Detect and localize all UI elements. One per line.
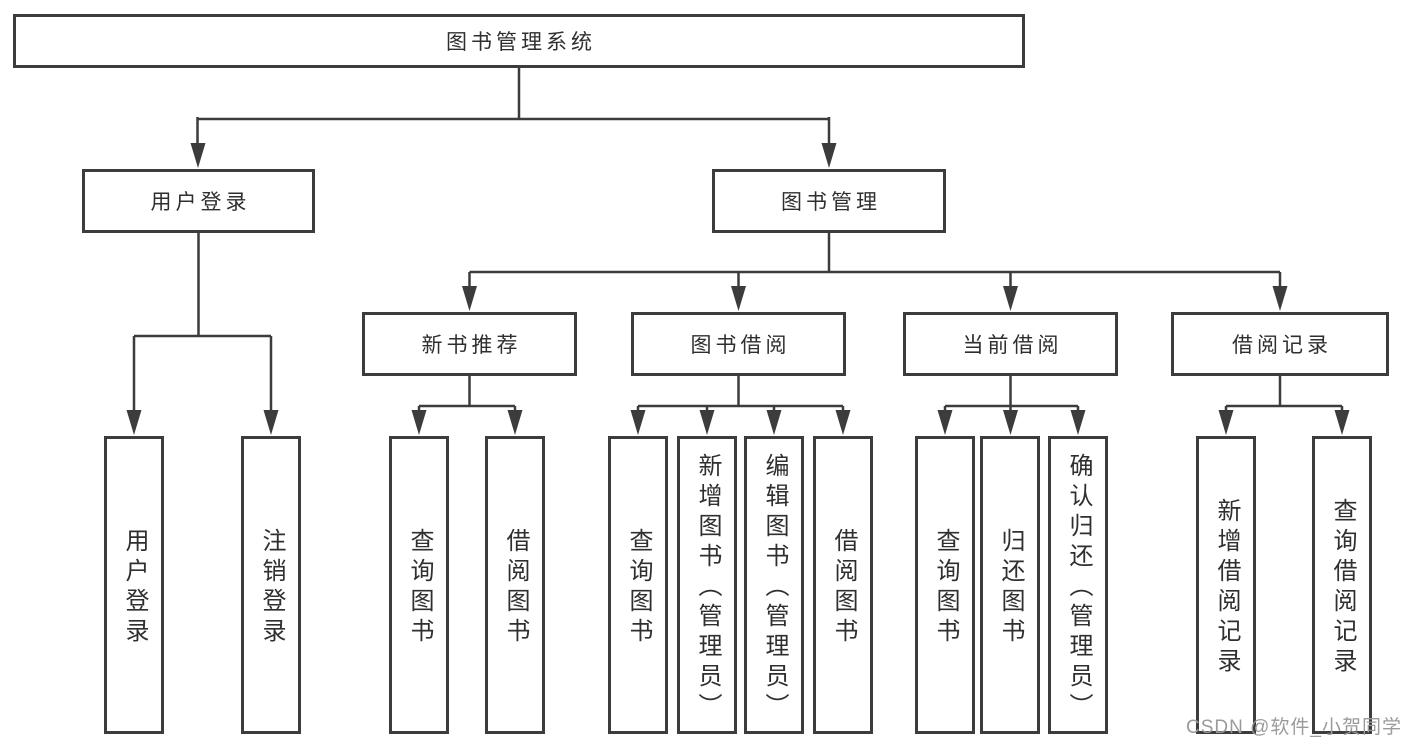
arrowhead-icon	[1272, 286, 1288, 311]
node-new-book-recommend: 新书推荐	[362, 312, 577, 376]
node-user-login-action: 用户登录	[104, 436, 164, 734]
node-edit-books-admin: 编辑图书（管理员）	[744, 436, 804, 734]
node-book-borrowing: 图书借阅	[631, 312, 846, 376]
arrowhead-icon	[411, 410, 427, 435]
arrowheads	[126, 143, 1350, 435]
arrowhead-icon	[1070, 410, 1086, 435]
node-query-books-borrowing: 查询图书	[608, 436, 668, 734]
node-borrow-books-borrowing: 借阅图书	[813, 436, 873, 734]
node-query-books-current: 查询图书	[915, 436, 975, 734]
arrowhead-icon	[766, 410, 782, 435]
arrowhead-icon	[699, 410, 715, 435]
arrowhead-icon	[462, 286, 477, 311]
arrowhead-icon	[1003, 410, 1018, 435]
node-confirm-return-admin: 确认归还（管理员）	[1048, 436, 1108, 734]
node-return-books: 归还图书	[980, 436, 1040, 734]
node-logout-action: 注销登录	[241, 436, 301, 734]
arrowhead-icon	[263, 410, 279, 435]
arrowhead-icon	[126, 410, 142, 435]
node-borrowing-records: 借阅记录	[1171, 312, 1389, 376]
node-library-system: 图书管理系统	[13, 14, 1025, 68]
arrowhead-icon	[731, 286, 746, 311]
node-query-borrow-record: 查询借阅记录	[1312, 436, 1372, 734]
arrowhead-icon	[507, 410, 523, 435]
node-add-books-admin: 新增图书（管理员）	[677, 436, 737, 734]
node-borrow-books-recommend: 借阅图书	[485, 436, 545, 734]
arrowhead-icon	[1218, 410, 1234, 435]
node-add-borrow-record: 新增借阅记录	[1196, 436, 1256, 734]
arrowhead-icon	[821, 143, 837, 168]
node-query-books-recommend: 查询图书	[389, 436, 449, 734]
arrowhead-icon	[1334, 410, 1350, 435]
node-current-borrowing: 当前借阅	[903, 312, 1118, 376]
arrowhead-icon	[190, 143, 206, 168]
arrowhead-icon	[1003, 286, 1018, 311]
arrowhead-icon	[630, 410, 646, 435]
arrowhead-icon	[937, 410, 953, 435]
node-book-management: 图书管理	[712, 169, 946, 233]
watermark: CSDN @软件_小贺同学	[1186, 717, 1402, 738]
arrowhead-icon	[835, 410, 851, 435]
node-user-login: 用户登录	[82, 169, 315, 233]
